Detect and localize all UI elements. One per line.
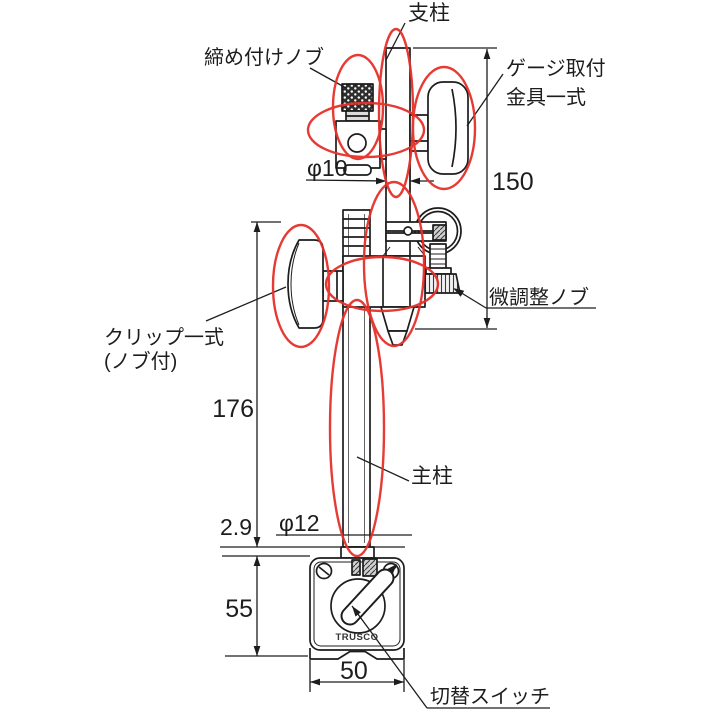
tightening-knob [341,83,374,112]
gauge-bracket-knob [427,81,469,175]
label-main-column: 主柱 [411,465,453,488]
dim-55: 55 [225,595,253,623]
dim-2-9: 2.9 [220,514,252,540]
label-clip-set-1: クリップ一式 [104,326,224,349]
dim-176: 176 [212,395,254,423]
highlight-gauge-bracket [411,65,477,191]
clip-knob [287,239,344,329]
dim-phi10: φ10 [307,155,348,181]
label-switch: 切替スイッチ [430,685,550,708]
label-gauge-bracket-2: 金具一式 [506,86,586,109]
fine-adjust-assembly [385,207,462,294]
highlight-main-column [328,298,386,558]
dim-50: 50 [340,657,368,685]
highlight-clip-knob [271,223,331,349]
dim-150: 150 [492,168,534,196]
brand-logo: TRUSCO [335,632,378,643]
leader-tightening-knob [309,67,347,89]
top-clamp-assembly [335,81,469,176]
lever-direction-arrow [387,564,397,574]
labels: 支柱 締め付けノブ ゲージ取付 金具一式 微調整ノブ クリップ一式 (ノブ付) … [104,2,606,708]
dimension-lines [205,22,596,709]
leader-gauge-bracket [466,73,504,127]
dim-phi12: φ12 [279,510,320,536]
base-foot [309,648,405,660]
annotation-ellipses [271,27,477,558]
leader-support-pillar [385,22,406,61]
middle-clamp-assembly [342,246,426,346]
label-support-pillar: 支柱 [408,2,450,25]
label-tightening-knob: 締め付けノブ [204,45,324,69]
leader-switch [351,605,428,709]
label-clip-set-2: (ノブ付) [104,349,177,373]
highlight-middle-clamp [324,255,440,313]
highlight-lower-clamp [362,180,426,348]
label-gauge-bracket-1: ゲージ取付 [506,57,606,80]
highlight-top-clamp [306,101,426,159]
label-fine-adjust-knob: 微調整ノブ [489,285,589,309]
